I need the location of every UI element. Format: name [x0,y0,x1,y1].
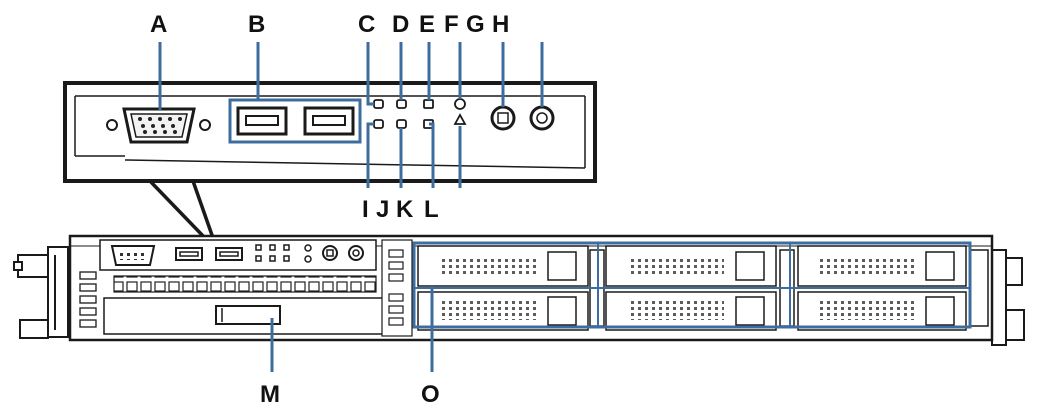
label-E: E [419,11,435,38]
label-O: O [421,381,440,408]
inset-panel [63,81,597,183]
mini-io-strip [99,239,377,271]
front-grill [113,275,377,293]
nmi-button-icon [529,105,555,131]
drive-bay-2 [605,245,777,287]
drive-bay-6 [797,291,967,331]
server-chassis [13,234,1025,346]
label-A: A [150,11,167,38]
optical-drive-bay [103,297,389,335]
left-rack-ear [13,246,69,339]
bay-divider [381,239,413,337]
drive-bay-4 [417,291,589,331]
drive-bay-callout-box [412,241,972,329]
label-B: B [248,11,265,38]
vga-port-icon [106,107,211,144]
drive-bay-3 [797,245,967,287]
right-rack-ear [991,249,1025,346]
callout-labels: A B C D E F G H I J K L M O [150,11,509,408]
leader-lines [158,42,544,372]
label-L: L [424,196,439,223]
drive-bays [417,245,989,331]
power-button-icon [490,105,516,131]
label-H: H [492,11,509,38]
usb-port-2-icon [303,106,355,136]
label-K: K [396,196,414,223]
zoom-line-right [191,180,215,239]
label-J: J [376,196,389,223]
zoom-line-left [148,179,207,240]
usb-port-1-icon [236,106,288,136]
usb-callout-box [228,98,362,144]
label-I: I [362,196,369,223]
left-vent-slots [79,271,97,328]
label-M: M [260,381,280,408]
leader-L [429,122,435,188]
drive-bay-1 [417,245,589,287]
label-C: C [358,11,375,38]
drive-bay-5 [605,291,777,331]
label-G: G [466,11,485,38]
label-D: D [392,11,409,38]
label-F: F [444,11,459,38]
led-indicators [373,98,467,129]
leader-I-J [366,122,374,188]
leader-C [366,42,374,106]
